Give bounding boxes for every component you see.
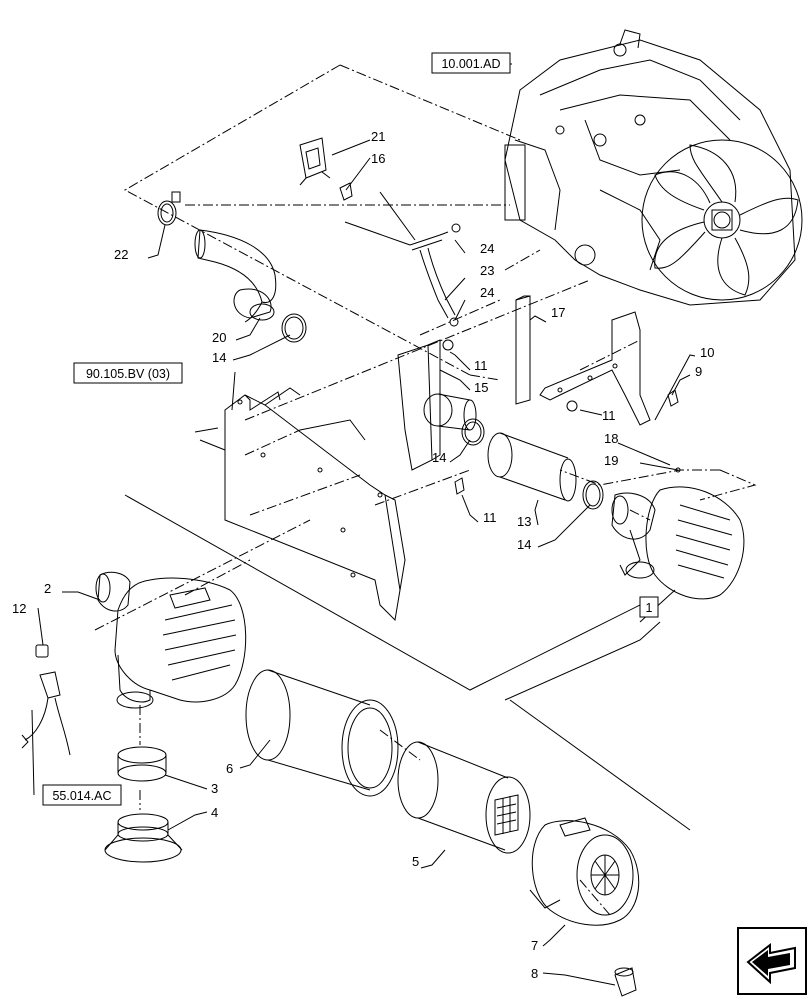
frame-panel xyxy=(194,387,406,622)
bolt-11b xyxy=(454,477,465,495)
navigation-arrow-icon[interactable] xyxy=(737,927,807,995)
callout-9: 9 xyxy=(695,364,702,379)
callout-22: 22 xyxy=(114,247,128,262)
callout-24b: 24 xyxy=(480,285,494,300)
ring-3 xyxy=(117,746,167,782)
callout-10: 10 xyxy=(700,345,714,360)
callout-17: 17 xyxy=(551,305,565,320)
clamp-22 xyxy=(157,191,181,226)
air-cleaner-large xyxy=(95,571,247,709)
callouts: 21 16 22 24 23 24 17 20 14 11 15 10 9 11… xyxy=(12,129,714,981)
bolt-11a xyxy=(442,339,454,351)
sensor-12 xyxy=(21,644,71,756)
callout-24a: 24 xyxy=(480,241,494,256)
leader-lines xyxy=(31,63,696,986)
callout-13: 13 xyxy=(517,514,531,529)
callout-8: 8 xyxy=(531,966,538,981)
projection-lines xyxy=(94,64,757,916)
callout-14b: 14 xyxy=(432,450,446,465)
callout-2: 2 xyxy=(44,581,51,596)
callout-11c: 11 xyxy=(602,408,616,423)
pipe-13 xyxy=(487,432,577,502)
callout-19: 19 xyxy=(604,453,618,468)
clamp-14a xyxy=(281,313,307,343)
filter-6 xyxy=(245,669,399,797)
valve-8 xyxy=(614,967,637,997)
clamp-14b xyxy=(461,418,485,446)
engine-illustration xyxy=(504,29,803,306)
hose-23 xyxy=(344,191,461,327)
ref-frame[interactable]: 90.105.BV (03) xyxy=(73,362,183,384)
callout-4: 4 xyxy=(211,805,218,820)
ref-assembly[interactable]: 1 xyxy=(639,596,659,618)
bracket-10 xyxy=(539,311,651,426)
filter-5 xyxy=(397,741,531,854)
callout-20: 20 xyxy=(212,330,226,345)
clamp-14c xyxy=(582,480,604,510)
bolt-11c xyxy=(566,400,578,412)
bar-17 xyxy=(515,295,531,405)
svg-text:1: 1 xyxy=(646,601,653,615)
callout-11b: 11 xyxy=(483,510,497,525)
group-border-bottom xyxy=(509,699,691,831)
cover-7 xyxy=(529,817,640,926)
bracket-15 xyxy=(397,339,477,471)
ref-sensor[interactable]: 55.014.AC xyxy=(42,784,122,806)
callout-5: 5 xyxy=(412,854,419,869)
svg-text:10.001.AD: 10.001.AD xyxy=(441,57,500,71)
callout-18: 18 xyxy=(604,431,618,446)
callout-16: 16 xyxy=(371,151,385,166)
air-cleaner-small xyxy=(611,486,745,600)
bolt-16 xyxy=(339,182,353,201)
callout-7: 7 xyxy=(531,938,538,953)
svg-text:90.105.BV (03): 90.105.BV (03) xyxy=(86,367,170,381)
callout-11a: 11 xyxy=(474,358,488,373)
callout-3: 3 xyxy=(211,781,218,796)
svg-text:55.014.AC: 55.014.AC xyxy=(52,789,111,803)
bracket-21 xyxy=(299,137,331,186)
bolt-9 xyxy=(667,389,679,407)
ref-engine[interactable]: 10.001.AD xyxy=(431,52,511,74)
callout-6: 6 xyxy=(226,761,233,776)
group-border-top xyxy=(124,494,651,691)
callout-12: 12 xyxy=(12,601,26,616)
callout-14c: 14 xyxy=(517,537,531,552)
adapter-4 xyxy=(104,813,183,863)
callout-23: 23 xyxy=(480,263,494,278)
callout-14a: 14 xyxy=(212,350,226,365)
callout-21: 21 xyxy=(371,129,385,144)
hose-20 xyxy=(194,229,277,323)
callout-15: 15 xyxy=(474,380,488,395)
